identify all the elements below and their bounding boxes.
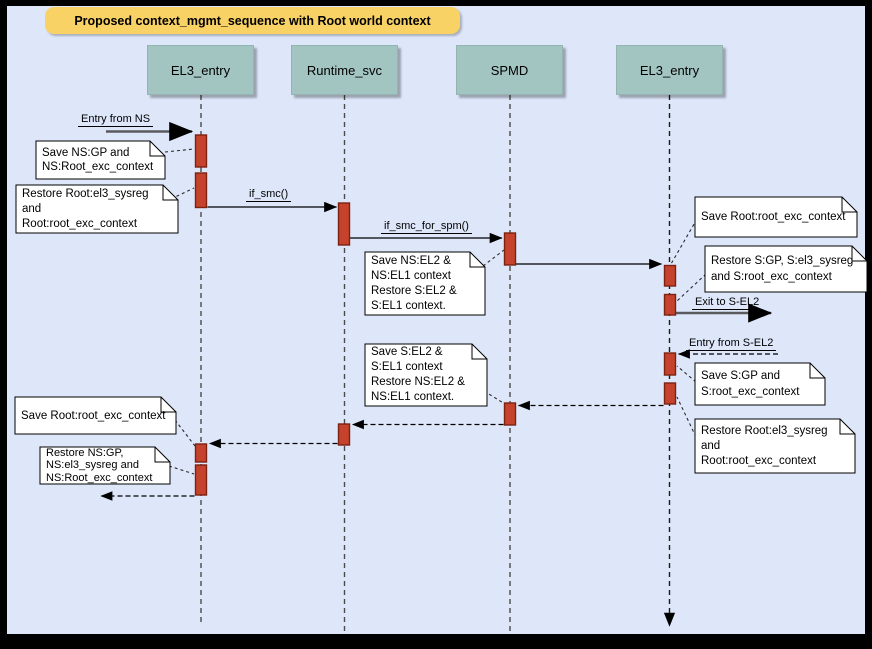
note-shape <box>39 446 171 485</box>
note-shape <box>694 196 858 238</box>
note-save-root-exc-context-right: Save Root:root_exc_context <box>701 211 846 223</box>
activation-bar <box>337 202 351 246</box>
label-if-smc-for-spm: if_smc_for_spm() <box>381 220 472 234</box>
actor-runtime-svc: Runtime_svc <box>291 45 398 95</box>
note-save-s-el2-restore-ns-el2: Save S:EL2 & S:EL1 context Restore NS:EL… <box>371 346 465 403</box>
activation-bar <box>194 443 208 463</box>
note-shape <box>694 418 856 474</box>
note-shapes <box>14 140 868 485</box>
diagram-background <box>7 6 865 634</box>
activation-bar <box>663 264 677 287</box>
note-shape <box>694 362 826 406</box>
note-shape <box>15 184 179 234</box>
activation-bar <box>194 172 208 209</box>
activation-bar <box>194 464 208 496</box>
diagram-title: Proposed context_mgmt_sequence with Root… <box>45 7 460 34</box>
activation-bar <box>194 134 208 168</box>
note-restore-ns-gp: Restore NS:GP, NS:el3_sysreg and NS:Root… <box>46 447 153 484</box>
activation-bar <box>503 402 517 426</box>
activation-bar <box>337 423 351 446</box>
label-entry-from-ns: Entry from NS <box>78 113 154 127</box>
note-shape <box>364 343 488 407</box>
activation-bar <box>663 293 677 316</box>
actor-spmd: SPMD <box>456 45 563 95</box>
note-shape <box>704 245 868 293</box>
note-save-s-gp: Save S:GP and S:root_exc_context <box>701 370 800 398</box>
boundary-arrows <box>106 121 773 323</box>
activation-bars <box>194 134 677 496</box>
note-connectors <box>164 148 707 475</box>
note-shape <box>364 251 486 316</box>
actor-el3-entry-right: EL3_entry <box>616 45 723 95</box>
activation-bar <box>503 232 517 266</box>
note-shape <box>14 396 177 435</box>
return-arrows <box>100 349 778 501</box>
actor-el3-entry-left: EL3_entry <box>147 45 254 95</box>
note-save-root-exc-context-left: Save Root:root_exc_context <box>21 409 166 422</box>
label-exit-to-s-el2: Exit to S-EL2 <box>692 296 763 310</box>
label-if-smc: if_smc() <box>246 188 292 202</box>
note-shape <box>35 140 166 180</box>
call-arrows <box>207 201 663 270</box>
note-save-ns-gp: Save NS:GP and NS:Root_exc_context <box>42 147 154 173</box>
note-restore-s-gp: Restore S:GP, S:el3_sysreg and S:root_ex… <box>711 255 854 283</box>
activation-bar <box>663 382 677 405</box>
note-save-ns-el2-restore-s-el2: Save NS:EL2 & NS:EL1 context Restore S:E… <box>371 254 457 312</box>
note-restore-root-el3-sysreg: Restore Root:el3_sysreg and Root:root_ex… <box>22 187 149 230</box>
label-entry-from-s-el2: Entry from S-EL2 <box>686 337 777 351</box>
activation-bar <box>663 352 677 376</box>
note-restore-root-el3-sysreg-right: Restore Root:el3_sysreg and Root:root_ex… <box>701 424 828 467</box>
